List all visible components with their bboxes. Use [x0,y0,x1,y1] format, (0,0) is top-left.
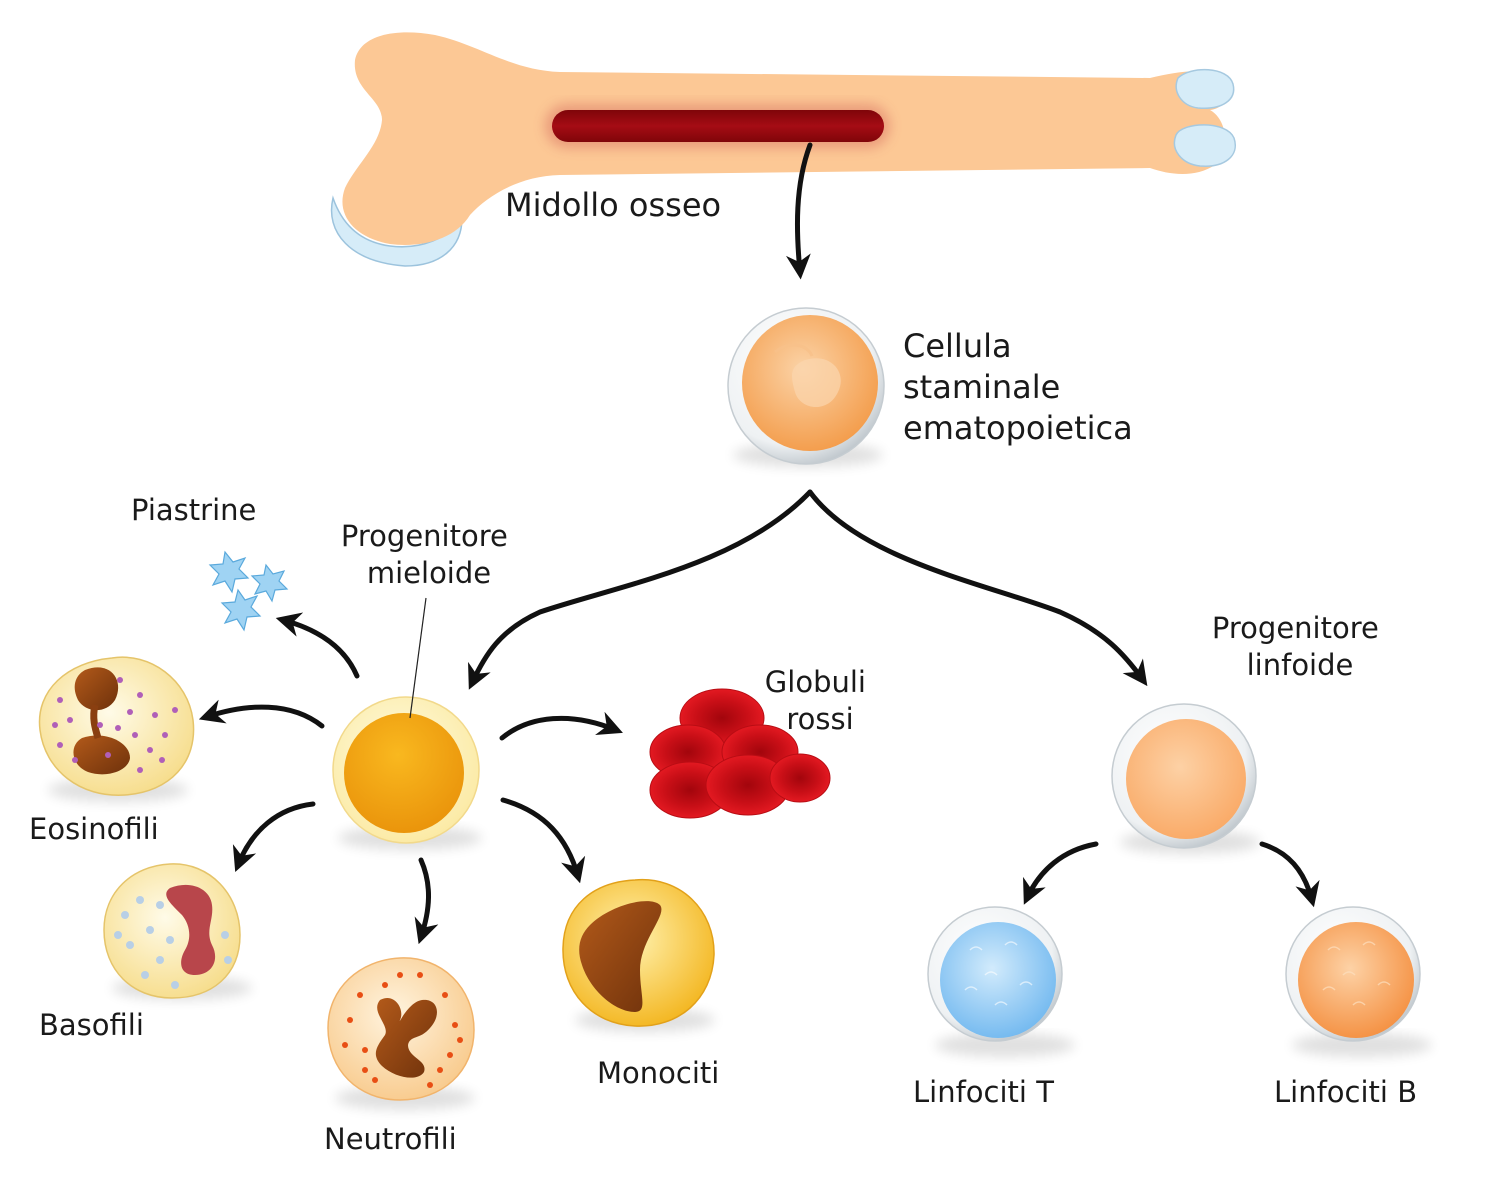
lymphoid-progenitor-cell [1111,703,1260,854]
arrow-to-eosinophils [198,699,325,729]
stem-cell-label-line-1: Cellula [903,327,1012,365]
lymphoid-progenitor-label-line-2: linfoide [1247,648,1354,682]
myeloid-progenitor-label: Progenitore mieloide [341,519,517,590]
t-lymphocytes-label: Linfociti T [913,1075,1054,1109]
myeloid-progenitor-cell [332,597,482,850]
lymphoid-progenitor-label-line-1: Progenitore [1212,611,1379,645]
monocytes-label: Monociti [597,1056,719,1090]
stem-cell-label-line-3: ematopoietica [903,409,1133,447]
lymphoid-progenitor-label: Progenitore linfoide [1212,611,1388,682]
b-lymphocyte-cell [1285,906,1432,1057]
arrow-to-t-cells [1023,841,1099,905]
cartilage-right-bottom [1173,124,1236,167]
arrow-marrow-to-stem [785,142,813,280]
lineage-arrows [198,142,1320,945]
stem-cell-label-line-2: staminale [903,368,1060,406]
cartilage-right-top [1175,68,1235,109]
neutrophil-cell [327,957,475,1110]
stem-cell-label: Cellula staminale ematopoietica [903,327,1133,447]
neutrophils-label: Neutrofili [324,1122,457,1156]
platelets-label: Piastrine [131,493,256,527]
red-blood-cells-label: Globuli rossi [765,665,875,736]
red-blood-cells-label-line-2: rossi [786,702,853,736]
stem-cell [727,307,885,467]
myeloid-leader-line [409,597,427,719]
bone-marrow [552,110,884,142]
arrow-stem-to-lymphoid [807,489,1148,687]
bone-marrow-label: Midollo osseo [505,186,721,224]
monocyte-cell [562,879,715,1032]
platelets-icon [208,550,289,632]
arrow-to-neutrophils [414,857,439,945]
eosinophils-label: Eosinofili [29,812,159,846]
arrow-to-monocytes [500,797,586,884]
red-blood-cells [649,688,831,819]
arrow-stem-to-myeloid [468,489,813,690]
basophil-cell [103,863,252,1000]
red-blood-cells-label-line-1: Globuli [765,665,866,699]
arrow-to-b-cells [1259,841,1320,908]
myeloid-progenitor-label-line-1: Progenitore [341,519,508,553]
t-lymphocyte-cell [927,906,1075,1057]
myeloid-progenitor-label-line-2: mieloide [367,556,491,590]
basophils-label: Basofili [39,1008,144,1042]
arrow-to-basophils [232,801,316,872]
arrow-to-platelets [275,612,360,679]
b-lymphocytes-label: Linfociti B [1274,1075,1417,1109]
femur-bone [330,32,1236,267]
eosinophil-cell [38,656,195,802]
arrow-to-red-cells [499,711,623,741]
